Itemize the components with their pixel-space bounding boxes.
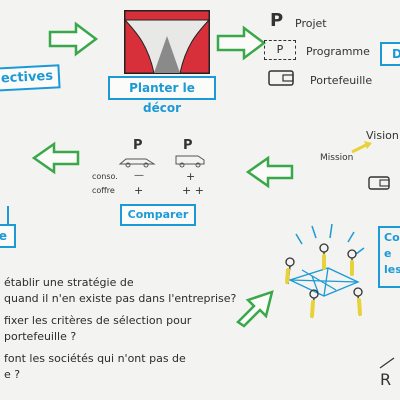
question-2-line-2: portefeuille ? — [4, 330, 77, 343]
question-1-line-2: quand il n'en existe pas dans l'entrepri… — [4, 292, 237, 305]
question-3-line-1: font les sociétés qui n'ont pas de — [4, 352, 186, 365]
row-coffre-label: coffre — [92, 186, 115, 195]
right-top-banner-label: D — [392, 47, 400, 61]
yellow-arrow-icon — [351, 141, 372, 154]
right-box-line1: Co — [384, 231, 400, 244]
left-banner-frame — [7, 206, 9, 224]
decor-banner: Planter le décor — [108, 76, 216, 115]
arrow-right-icon — [216, 25, 267, 61]
legend-projet: Projet — [295, 17, 327, 30]
projet-p-icon: P — [270, 10, 284, 31]
arrow-right-icon — [48, 21, 99, 57]
car-sedan-icon — [118, 158, 156, 168]
right-blue-box: Co e les — [378, 226, 400, 288]
question-3-line-2: e ? — [4, 368, 21, 381]
programme-p-letter: P — [276, 43, 284, 56]
row-coffre-v2: + + — [182, 184, 204, 197]
signature-stroke — [379, 357, 395, 369]
compare-banner: Comparer — [120, 204, 196, 226]
left-bottom-banner: e — [0, 224, 16, 248]
compare-banner-label: Comparer — [127, 208, 189, 221]
arrow-left-icon — [245, 155, 294, 189]
stage-curtain-image — [124, 10, 210, 74]
compare-col-p1: P — [133, 138, 143, 153]
mission-label: Mission — [320, 153, 354, 163]
programme-p-icon: P — [264, 40, 296, 60]
vision-label: Vision — [366, 129, 399, 142]
question-2-line-1: fixer les critères de sélection pour — [4, 314, 192, 327]
objectives-banner-label: ectives — [0, 68, 54, 87]
car-van-icon — [175, 155, 205, 168]
right-top-banner: D — [380, 42, 400, 66]
left-bottom-banner-label: e — [0, 229, 8, 243]
right-box-line3: les — [384, 263, 400, 276]
arrow-up-right-icon — [236, 290, 274, 328]
wallet-icon — [368, 176, 390, 190]
decor-banner-label: Planter le décor — [129, 81, 195, 115]
signature: R — [380, 370, 392, 389]
legend-programme: Programme — [306, 45, 370, 58]
row-conso-v2: + — [186, 170, 196, 183]
row-conso-label: conso. — [92, 172, 118, 181]
arrow-left-icon — [31, 141, 80, 175]
question-1-line-1: établir une stratégie de — [4, 276, 134, 289]
legend-portefeuille: Portefeuille — [310, 74, 373, 87]
wallet-icon — [268, 70, 294, 86]
compare-col-p2: P — [183, 138, 193, 153]
row-conso-v1: — — [134, 170, 144, 181]
right-box-line2: e — [384, 247, 392, 260]
objectives-banner: ectives — [0, 64, 61, 92]
people-network-drawing — [285, 223, 365, 319]
row-coffre-v1: + — [134, 184, 144, 197]
